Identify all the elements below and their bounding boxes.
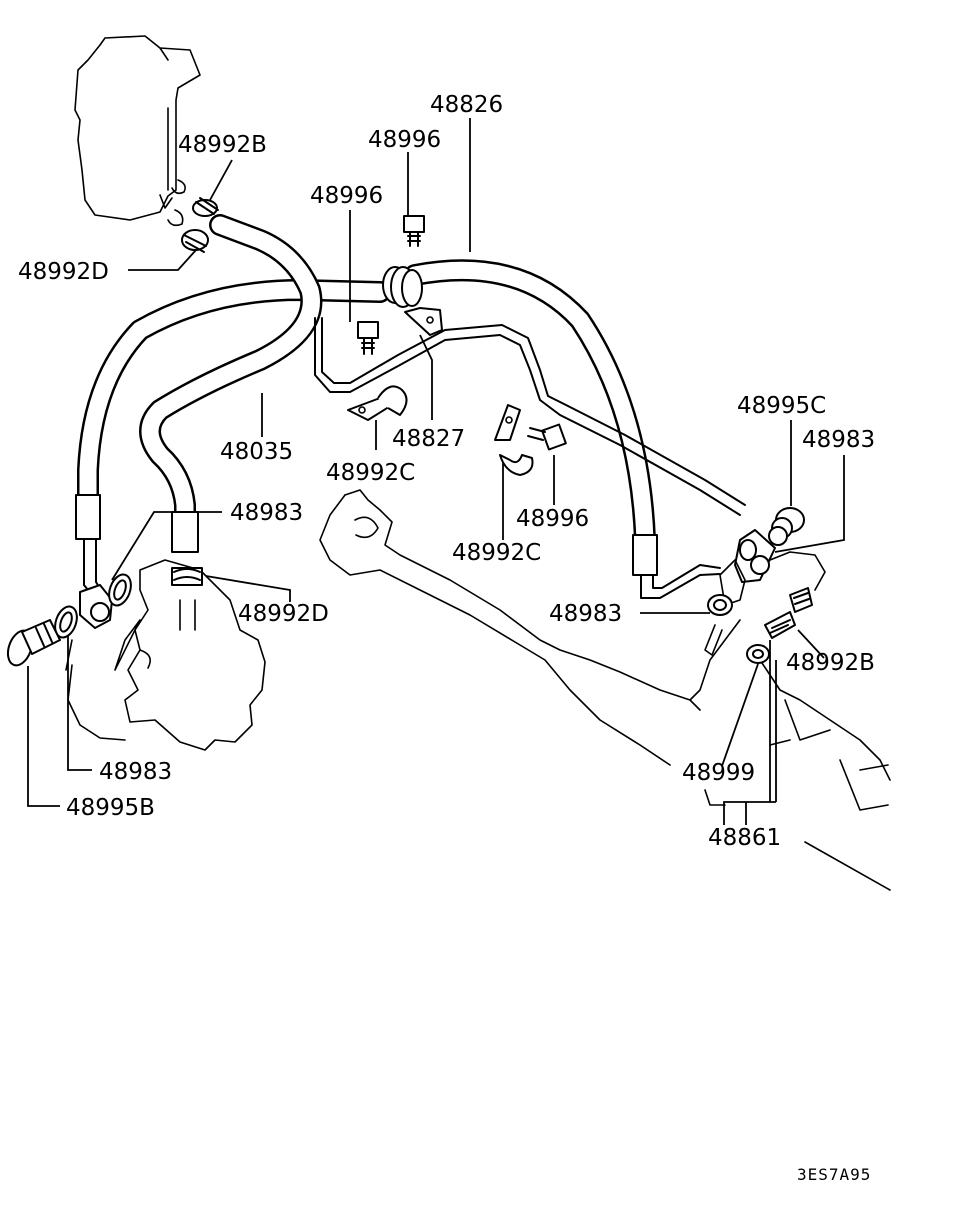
eye-bolt-48995B — [6, 619, 61, 667]
return-hose-48035 — [139, 214, 323, 553]
label-48992C-right: 48992C — [452, 540, 541, 566]
label-48996-right: 48996 — [516, 506, 589, 532]
leader-lines — [27, 118, 845, 825]
label-48992D-left: 48992D — [18, 259, 109, 285]
pressure-hose-48826 — [75, 259, 721, 599]
label-48983-right: 48983 — [802, 427, 875, 453]
return-pipe-48827 — [314, 317, 746, 516]
label-48861: 48861 — [708, 825, 781, 851]
eye-bolt-48995C — [768, 507, 805, 546]
clip-48992D-tank — [181, 229, 209, 253]
clip-48992D-pump — [171, 567, 203, 586]
bolt-48996-right — [527, 423, 567, 451]
clamp-48992C-right — [494, 404, 534, 476]
pump-eye-fitting — [79, 573, 132, 629]
label-48826: 48826 — [430, 92, 503, 118]
label-48992D-mid: 48992D — [238, 601, 329, 627]
clip-48992B-tank — [192, 197, 219, 217]
gasket-48983-pump — [54, 605, 78, 639]
label-48996-mid: 48996 — [310, 183, 383, 209]
label-48995C: 48995C — [737, 393, 826, 419]
return-union-fitting — [746, 587, 813, 664]
steering-gear-housing — [319, 489, 891, 891]
label-48992B-top: 48992B — [178, 132, 267, 158]
label-48999: 48999 — [682, 760, 755, 786]
label-48983-left: 48983 — [230, 500, 303, 526]
label-48983-bottom: 48983 — [99, 759, 172, 785]
label-48983-mid: 48983 — [549, 601, 622, 627]
bolt-48996-top — [403, 215, 425, 247]
label-48992B-right: 48992B — [786, 650, 875, 676]
label-48992C-mid: 48992C — [326, 460, 415, 486]
gear-eye-fitting — [704, 529, 776, 656]
part-labels: 48826 48996 48992B 48996 48992D 48035 48… — [18, 92, 875, 1184]
label-48996-top: 48996 — [368, 127, 441, 153]
bolt-48996-mid — [357, 321, 379, 355]
label-48827: 48827 — [392, 426, 465, 452]
reservoir-tank — [74, 35, 201, 227]
clamp-48992C-mid — [347, 385, 408, 421]
power-steering-pump — [65, 559, 266, 751]
label-48035: 48035 — [220, 439, 293, 465]
diagram-code: 3ES7A95 — [797, 1165, 871, 1184]
label-48995B: 48995B — [66, 795, 155, 821]
hose-grommet — [382, 266, 443, 336]
